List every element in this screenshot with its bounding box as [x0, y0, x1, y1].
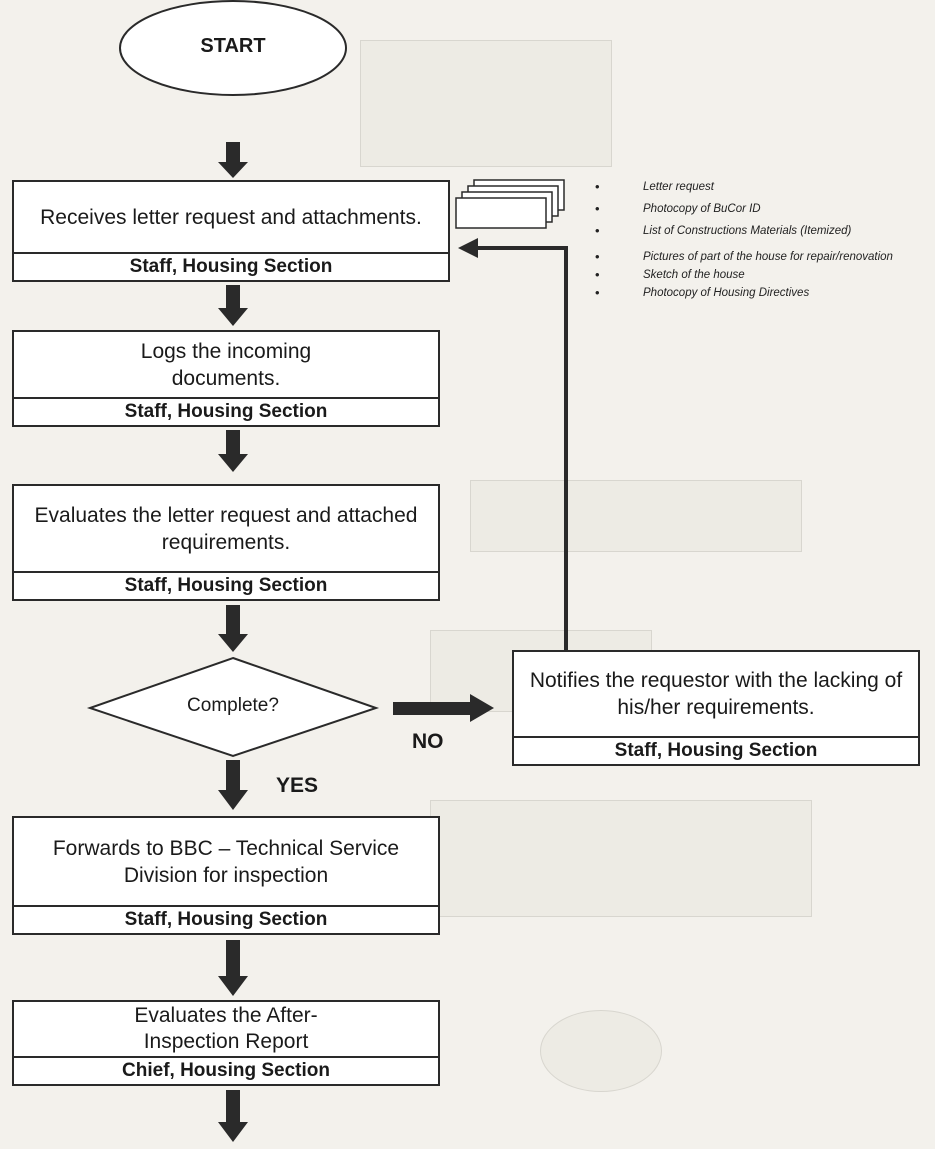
step-owner: Staff, Housing Section: [14, 397, 438, 425]
down-arrow-icon: [218, 142, 248, 178]
decision-label: Complete?: [187, 695, 279, 716]
document-item: Photocopy of BuCor ID: [595, 200, 893, 218]
no-label: NO: [412, 730, 444, 753]
step-log-documents: Logs the incoming documents. Staff, Hous…: [12, 330, 440, 427]
document-item: List of Constructions Materials (Itemize…: [595, 222, 893, 240]
step-forward-bbc: Forwards to BBC – Technical Service Divi…: [12, 816, 440, 935]
down-arrow-icon: [218, 430, 248, 472]
down-arrow-icon: [218, 940, 248, 996]
complete-decision: [86, 656, 380, 758]
down-arrow-icon: [218, 285, 248, 326]
start-label: START: [200, 35, 266, 57]
step-evaluate-report: Evaluates the After-Inspection Report Ch…: [12, 1000, 440, 1086]
step-owner: Staff, Housing Section: [14, 571, 438, 599]
step-owner: Chief, Housing Section: [14, 1056, 438, 1084]
down-arrow-icon: [218, 605, 248, 652]
document-item: Sketch of the house: [595, 266, 893, 284]
step-text: Logs the incoming documents.: [140, 339, 312, 390]
required-documents-list: Letter request Photocopy of BuCor ID Lis…: [595, 178, 893, 302]
up-arrow-icon: [458, 238, 568, 650]
step-owner: Staff, Housing Section: [14, 252, 448, 280]
step-owner: Staff, Housing Section: [14, 905, 438, 933]
step-text: Evaluates the letter request and attache…: [34, 503, 418, 554]
down-arrow-icon: [218, 1090, 248, 1142]
document-item: Pictures of part of the house for repair…: [595, 248, 893, 266]
step-notify-requestor: Notifies the requestor with the lacking …: [512, 650, 920, 766]
document-item: Photocopy of Housing Directives: [595, 284, 893, 302]
step-receive-request: Receives letter request and attachments.…: [12, 180, 450, 282]
document-item: Letter request: [595, 178, 893, 196]
right-arrow-icon: [393, 694, 494, 722]
step-text: Forwards to BBC – Technical Service Divi…: [52, 836, 400, 887]
yes-label: YES: [276, 774, 319, 797]
start-terminal: [119, 0, 347, 96]
down-arrow-icon: [218, 760, 248, 810]
document-stack-icon: [455, 179, 565, 229]
step-text: Receives letter request and attachments.: [40, 205, 422, 229]
step-owner: Staff, Housing Section: [514, 736, 918, 764]
step-text: Notifies the requestor with the lacking …: [529, 669, 903, 719]
step-evaluate-request: Evaluates the letter request and attache…: [12, 484, 440, 601]
step-text: Evaluates the After-Inspection Report: [134, 1004, 318, 1053]
